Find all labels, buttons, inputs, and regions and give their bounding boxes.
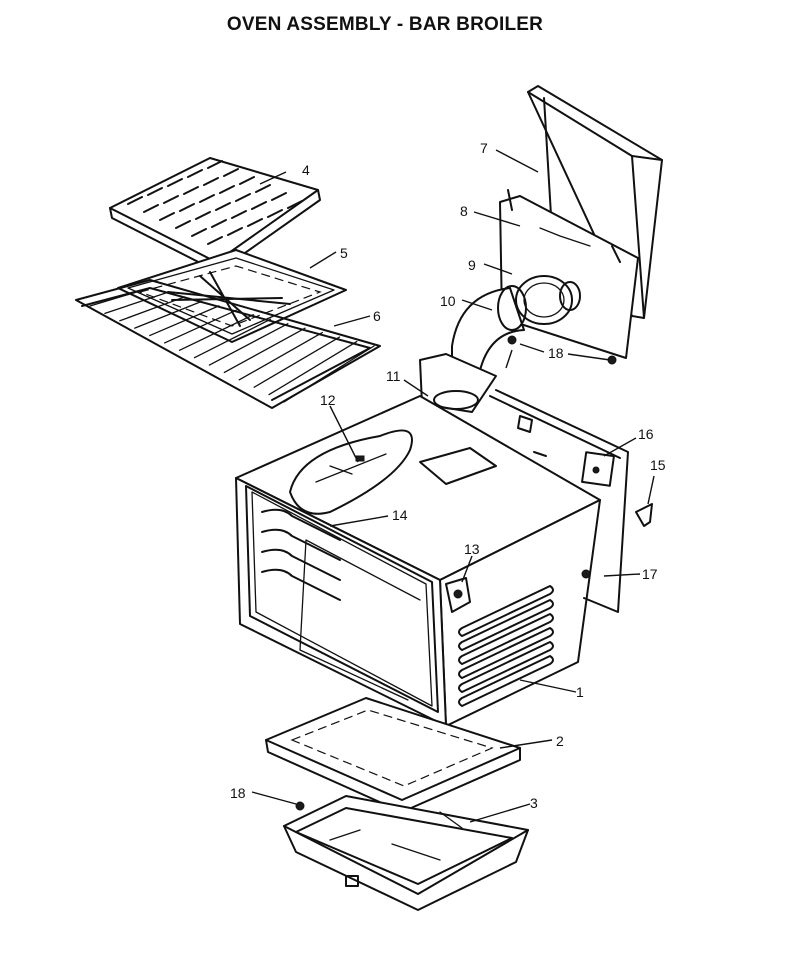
callout-7: 7: [480, 140, 488, 156]
callout-11: 11: [386, 368, 401, 384]
part-flue-plate: [499, 189, 639, 365]
diagram-title: OVEN ASSEMBLY - BAR BROILER: [226, 14, 544, 35]
callout-16: 16: [638, 426, 654, 442]
part-bottom-pan: [283, 795, 529, 911]
callout-6: 6: [373, 308, 381, 324]
callout-5: 5: [340, 245, 348, 261]
callout-18-lower: 18: [230, 785, 246, 801]
callout-14: 14: [392, 507, 408, 523]
callout-4: 4: [302, 162, 310, 178]
callout-12: 12: [320, 392, 336, 408]
callout-3: 3: [530, 795, 538, 811]
part-oven-rack: [75, 279, 381, 409]
part-back-panel: [489, 389, 629, 613]
leader-lines: [251, 149, 655, 823]
part-oven-liner: [235, 395, 601, 727]
callout-2: 2: [556, 733, 564, 749]
part-broiler-grid: [109, 157, 321, 273]
callout-labels: 1 2 3 4 5 6 7 8 9 10 11 12 13 14 15 16 1…: [230, 140, 666, 811]
callout-9: 9: [468, 257, 476, 273]
callout-15: 15: [650, 457, 666, 473]
callout-10: 10: [440, 293, 456, 309]
callout-1: 1: [576, 684, 584, 700]
callout-13: 13: [464, 541, 480, 557]
part-flue-elbow: [447, 285, 527, 391]
part-broiler-pan: [117, 249, 347, 343]
callout-8: 8: [460, 203, 468, 219]
part-oven-bottom: [265, 697, 521, 813]
callout-17: 17: [642, 566, 658, 582]
part-clip: [635, 503, 653, 527]
callout-18-upper: 18: [548, 345, 564, 361]
